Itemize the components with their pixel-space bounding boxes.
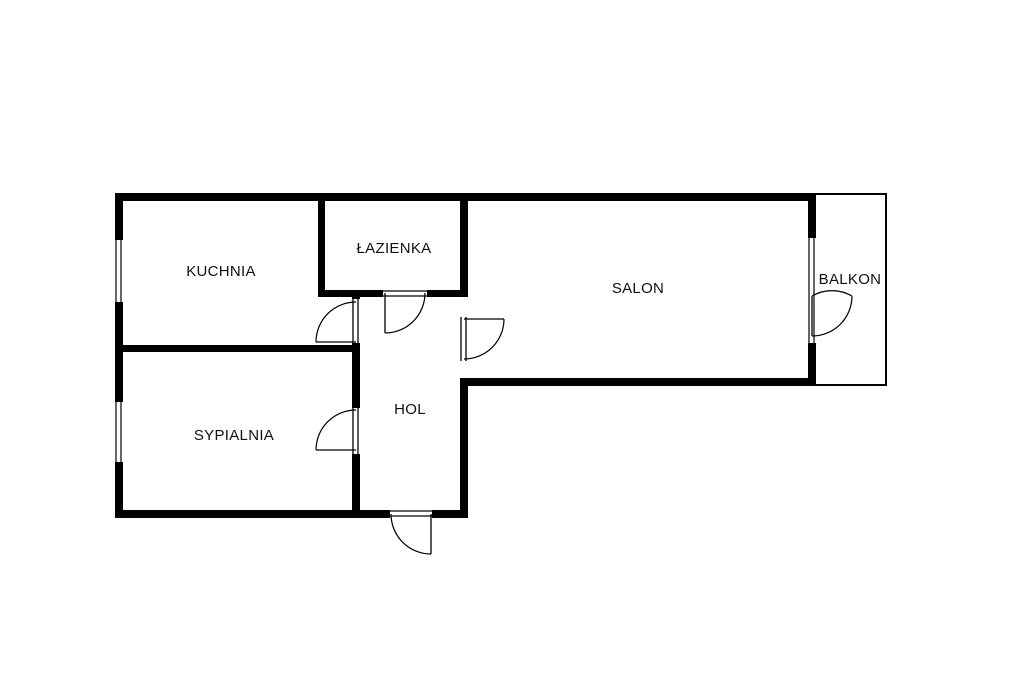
room-labels: KUCHNIA ŁAZIENKA SALON BALKON HOL SYPIAL… [186,240,881,444]
bedroom-label: SYPIALNIA [194,427,274,444]
bathroom-door [383,290,427,334]
living-room-label: SALON [612,280,664,297]
windows [115,238,815,462]
kitchen-label: KUCHNIA [186,263,256,280]
doors [315,290,853,555]
bathroom-label: ŁAZIENKA [357,240,432,257]
openings [114,238,817,519]
balcony-door [811,290,853,337]
living-room-door [460,317,505,361]
kitchen-window [115,240,122,302]
kitchen-door [315,299,359,343]
balcony-window [808,238,815,343]
balcony-outline [812,193,887,386]
bedroom-door [315,408,359,454]
hall-label: HOL [394,401,426,418]
entrance-door [390,510,432,555]
bedroom-window [115,402,122,462]
balcony-label: BALKON [819,271,882,288]
